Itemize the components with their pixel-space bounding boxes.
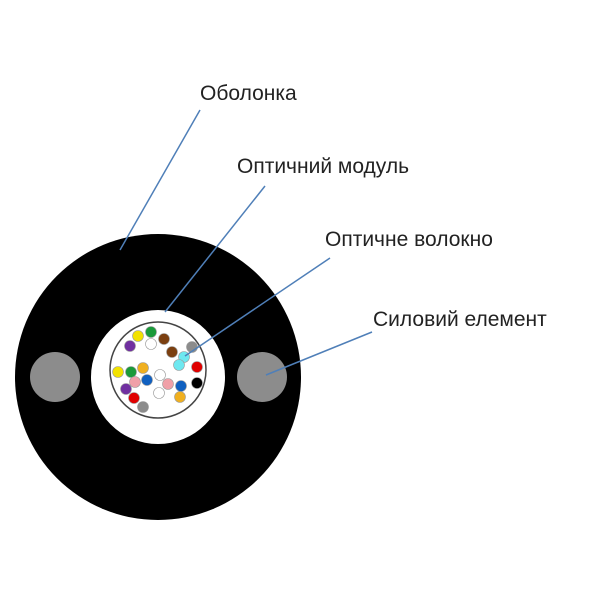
- optical-fibers: [112, 326, 203, 413]
- optical-fiber: [173, 359, 185, 371]
- optical-fiber: [158, 333, 170, 345]
- optical-fiber: [137, 401, 149, 413]
- optical-fiber: [120, 383, 132, 395]
- leader-line-sheath: [119, 109, 201, 251]
- optical-fiber: [153, 387, 165, 399]
- label-strength-member: Силовий елемент: [373, 308, 547, 331]
- optical-fiber: [132, 330, 144, 342]
- optical-fiber: [124, 340, 136, 352]
- optical-fiber: [129, 376, 141, 388]
- optical-fiber: [145, 326, 157, 338]
- optical-fiber: [141, 374, 153, 386]
- optical-fiber: [191, 361, 203, 373]
- optical-fiber: [137, 362, 149, 374]
- optical-fiber: [154, 369, 166, 381]
- optical-fiber: [174, 391, 186, 403]
- strength-member-right: [237, 352, 287, 402]
- label-sheath: Оболонка: [200, 82, 297, 105]
- optical-fiber: [162, 378, 174, 390]
- optical-fiber: [175, 380, 187, 392]
- strength-member-left: [30, 352, 80, 402]
- optical-fiber: [128, 392, 140, 404]
- optical-fiber: [145, 338, 157, 350]
- leader-line-strength: [265, 331, 373, 376]
- optical-fiber: [166, 346, 178, 358]
- leader-lines: [119, 109, 373, 376]
- optical-fiber: [125, 366, 137, 378]
- module-inner-boundary: [109, 321, 207, 419]
- label-optical-module: Оптичний модуль: [237, 155, 410, 178]
- leader-line-module: [164, 185, 266, 313]
- optical-fiber: [112, 366, 124, 378]
- leader-line-fiber: [184, 257, 331, 357]
- optical-fiber: [191, 377, 203, 389]
- label-optical-fiber: Оптичне волокно: [325, 228, 493, 251]
